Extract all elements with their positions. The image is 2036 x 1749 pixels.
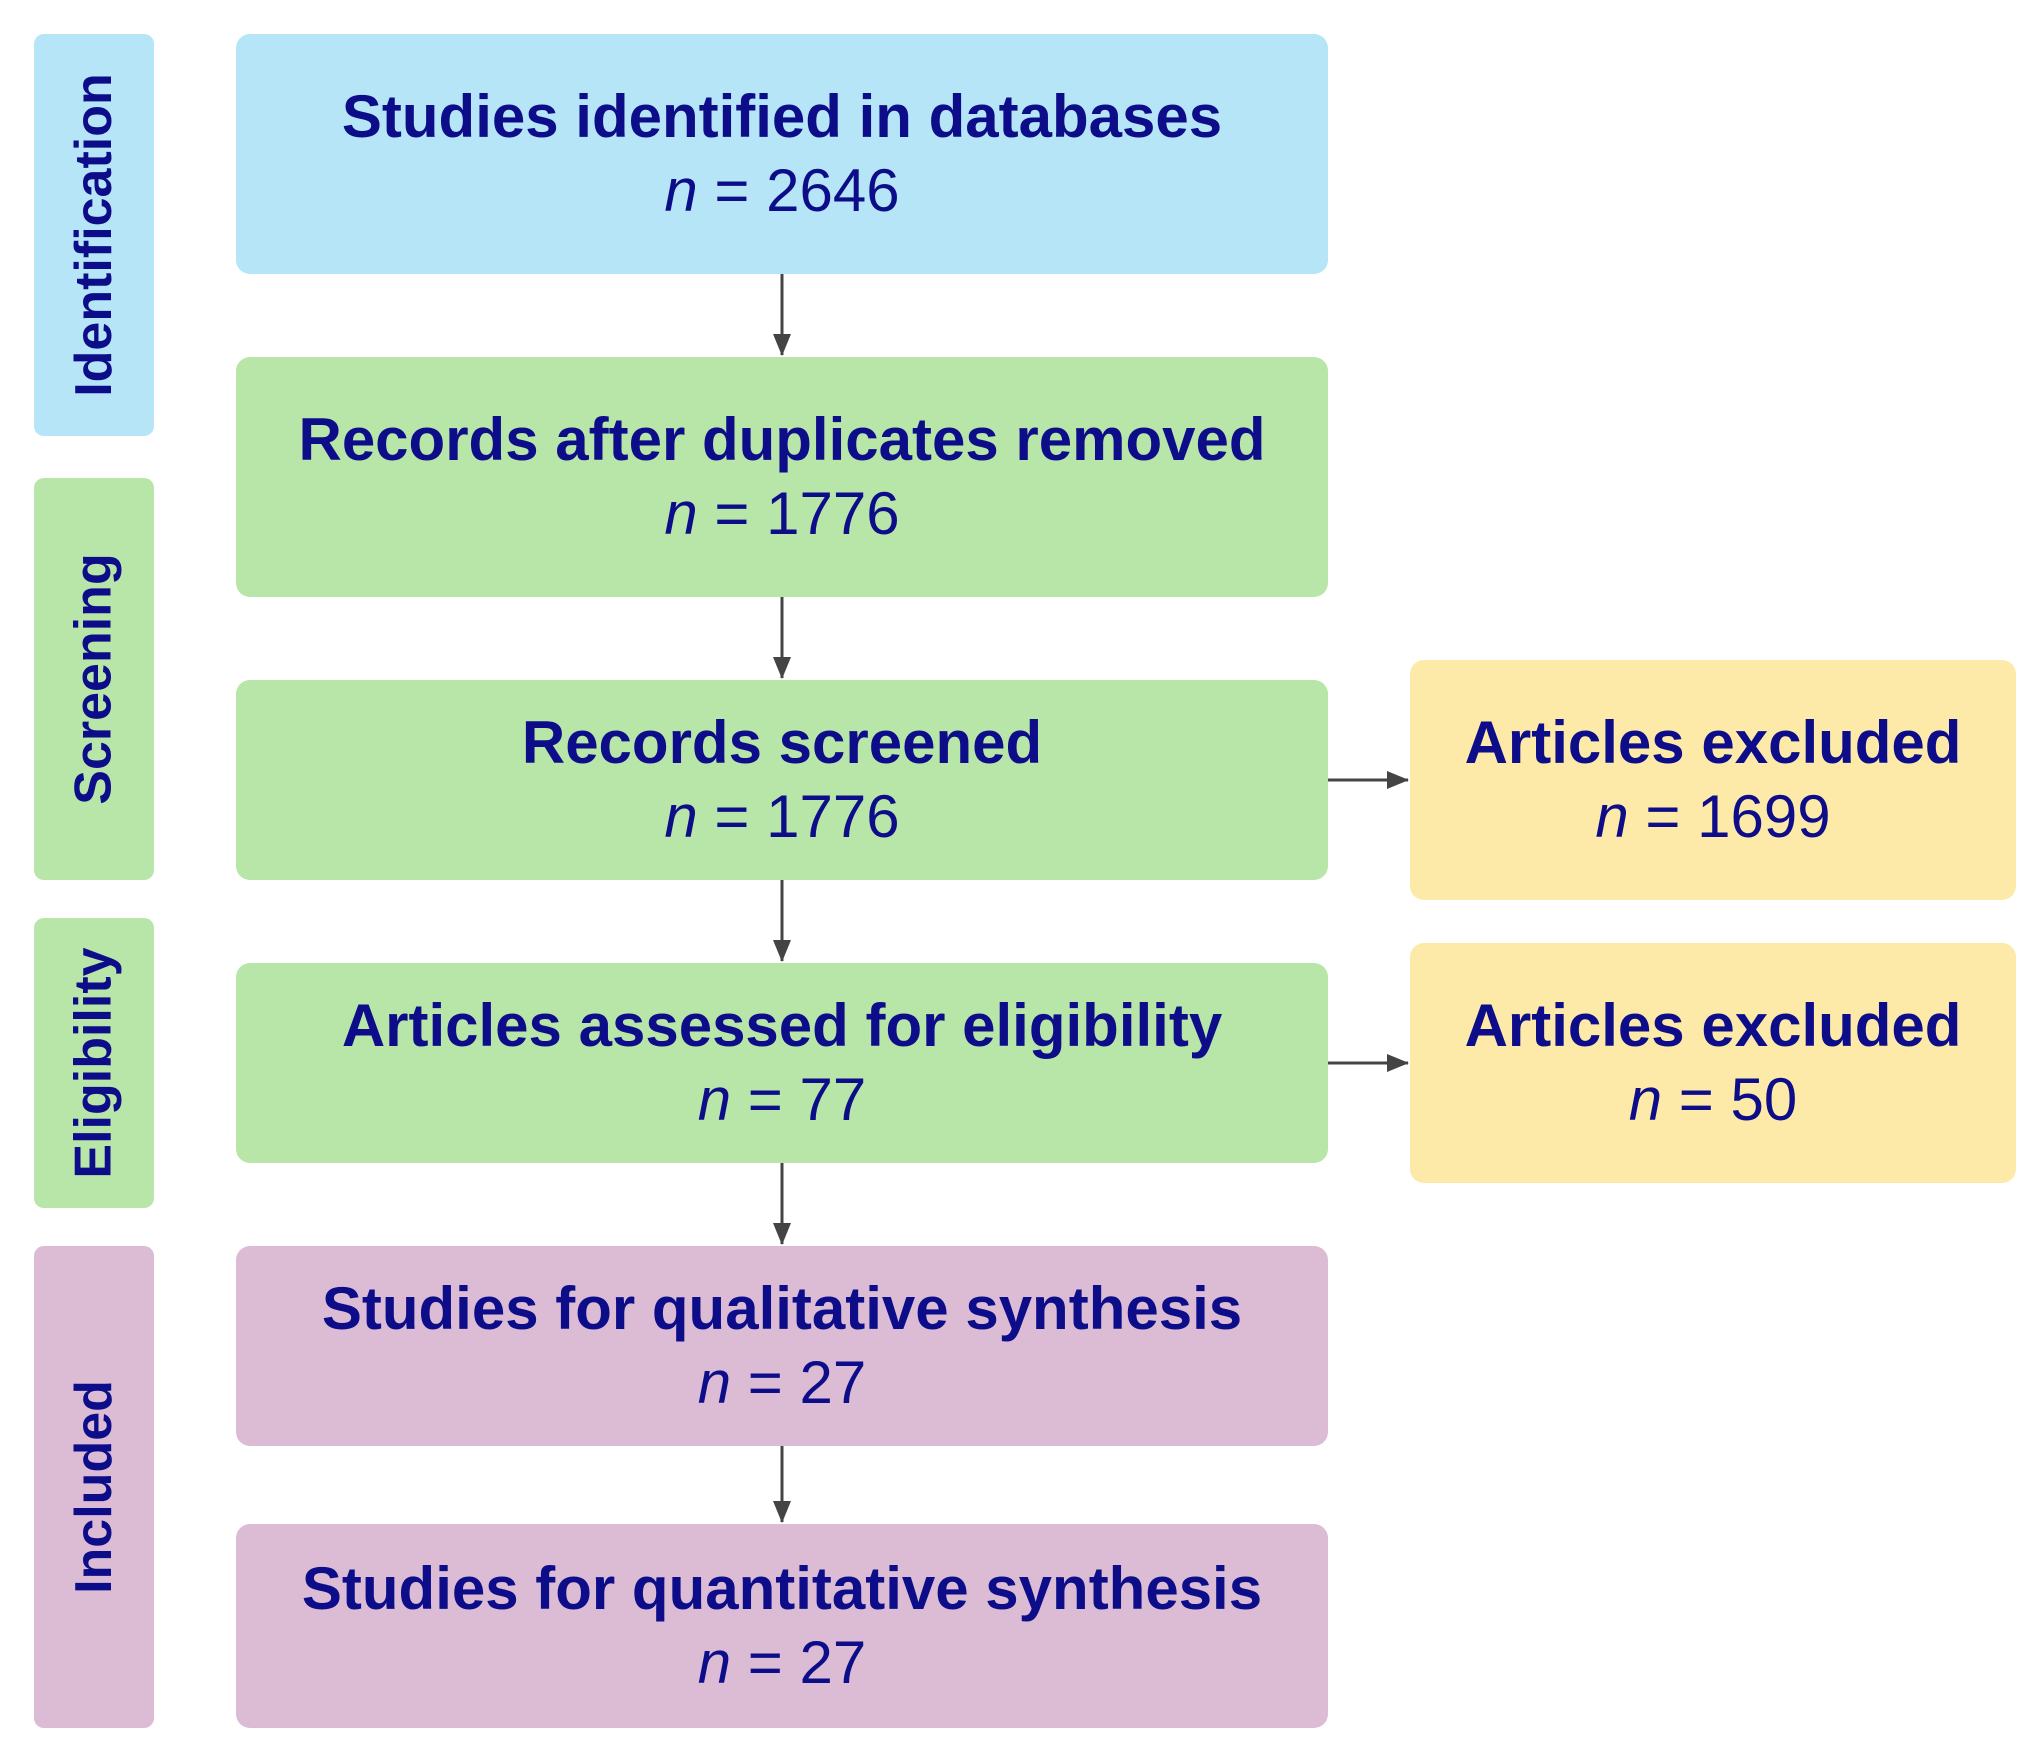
box-title: Studies for qualitative synthesis (321, 1274, 1243, 1342)
n-symbol: n (664, 156, 698, 224)
box-studies-identified: Studies identified in databases n = 2646 (236, 34, 1328, 274)
box-articles-assessed: Articles assessed for eligibility n = 77 (236, 963, 1328, 1163)
box-title: Articles assessed for eligibility (341, 991, 1223, 1059)
box-title: Articles excluded (1464, 708, 1962, 776)
n-value: = 2646 (697, 156, 900, 224)
box-count: n = 1776 (664, 779, 899, 854)
stage-identification: Identification (34, 34, 154, 436)
stage-included: Included (34, 1246, 154, 1728)
box-qualitative-synthesis: Studies for qualitative synthesis n = 27 (236, 1246, 1328, 1446)
n-symbol: n (1628, 1065, 1663, 1133)
n-symbol: n (664, 782, 698, 850)
box-count: n = 1699 (1595, 779, 1830, 854)
box-records-after-duplicates: Records after duplicates removed n = 177… (236, 357, 1328, 597)
box-title: Studies identified in databases (341, 82, 1223, 150)
n-value: = 50 (1662, 1065, 1798, 1133)
n-value: = 77 (731, 1065, 867, 1133)
box-count: n = 27 (698, 1345, 867, 1420)
box-title: Articles excluded (1464, 991, 1962, 1059)
box-title: Records after duplicates removed (298, 405, 1266, 473)
box-count: n = 27 (698, 1625, 867, 1700)
n-value: = 1776 (697, 479, 900, 547)
stage-screening: Screening (34, 478, 154, 880)
n-symbol: n (697, 1628, 732, 1696)
box-title: Records screened (521, 708, 1043, 776)
n-value: = 1776 (697, 782, 900, 850)
n-value: = 27 (731, 1348, 867, 1416)
box-excluded-eligibility: Articles excluded n = 50 (1410, 943, 2016, 1183)
n-value: = 27 (731, 1628, 867, 1696)
box-count: n = 77 (698, 1062, 867, 1137)
n-symbol: n (697, 1065, 732, 1133)
box-count: n = 1776 (664, 476, 899, 551)
n-symbol: n (664, 479, 698, 547)
n-symbol: n (697, 1348, 732, 1416)
box-count: n = 2646 (664, 153, 899, 228)
box-count: n = 50 (1629, 1062, 1798, 1137)
n-value: = 1699 (1628, 782, 1831, 850)
n-symbol: n (1595, 782, 1629, 850)
box-excluded-screening: Articles excluded n = 1699 (1410, 660, 2016, 900)
box-records-screened: Records screened n = 1776 (236, 680, 1328, 880)
stage-eligibility: Eligibility (34, 918, 154, 1208)
box-title: Studies for quantitative synthesis (301, 1554, 1263, 1622)
box-quantitative-synthesis: Studies for quantitative synthesis n = 2… (236, 1524, 1328, 1728)
